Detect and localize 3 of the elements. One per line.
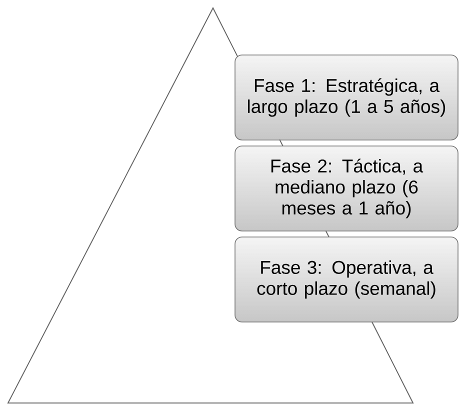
phase-box: Fase 2: Táctica, a mediano plazo (6 meses a 1 año) xyxy=(234,146,458,232)
phase-box: Fase 1: Estratégica, a largo plazo (1 a 5 años) xyxy=(234,54,458,140)
phase-box: Fase 3: Operativa, a corto plazo (semanal) xyxy=(234,236,458,322)
